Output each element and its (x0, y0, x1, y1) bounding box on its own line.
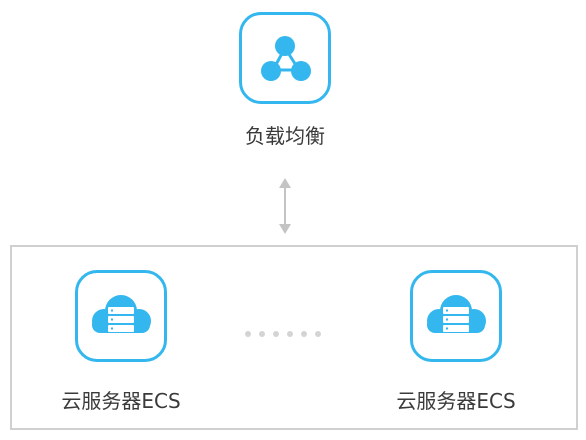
server-icon-tile-2 (410, 270, 502, 362)
load-balancer-icon (261, 36, 311, 81)
server-label-1: 云服务器ECS (61, 389, 181, 413)
server-icon-tile-1 (75, 270, 167, 362)
ellipsis-dots (245, 331, 321, 337)
server-group (10, 245, 578, 430)
cloud-server-icon (92, 295, 151, 333)
bidirectional-arrow-icon (279, 178, 291, 234)
server-label-2: 云服务器ECS (396, 389, 516, 413)
load-balancer-icon-tile (239, 12, 331, 104)
load-balancer-label: 负载均衡 (245, 124, 325, 148)
cloud-server-icon (427, 295, 486, 333)
